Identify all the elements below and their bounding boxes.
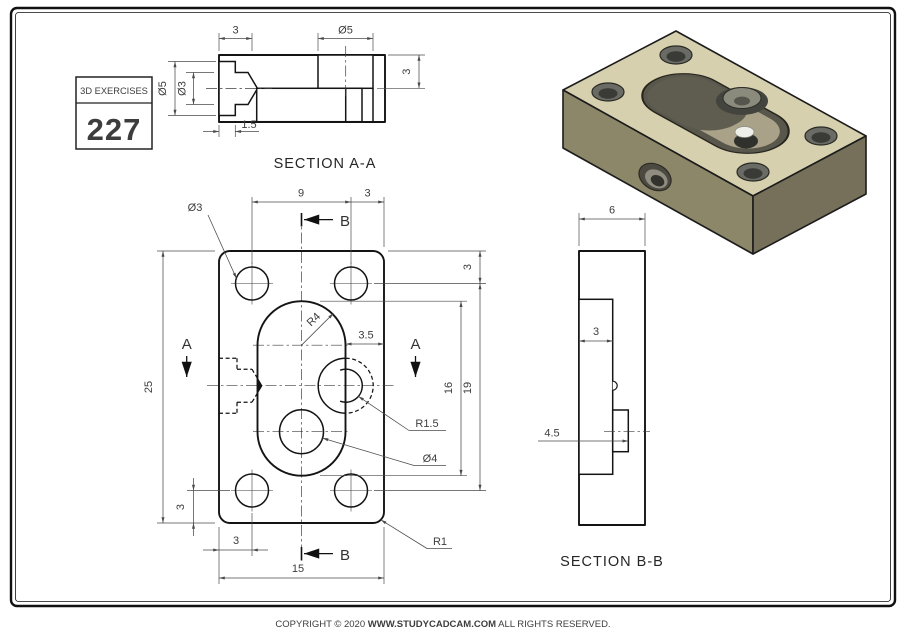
side-hole-hidden (219, 357, 263, 414)
aa-dim-depth3: 3 (232, 25, 238, 37)
section-cut-marks: A A B B (181, 213, 421, 564)
render-side-hole (638, 162, 672, 192)
render-front-right-face (752, 135, 867, 255)
cut-letter-a-right: A (410, 336, 420, 353)
bb-dim-45: 4.5 (544, 428, 559, 440)
front-centerlines (207, 213, 396, 560)
aa-dim-dia3-side: Ø3 (177, 81, 189, 96)
keyhole-circle-hidden (345, 357, 374, 414)
hole-top-right (333, 266, 369, 301)
front-view: 9 3 25 3 3 15 16 19 3 (143, 188, 486, 584)
aa-dim-right3: 3 (401, 69, 413, 75)
aa-dimensions: 3 Ø5 Ø5 Ø3 1.5 3 (157, 25, 425, 137)
render-dia4-hole-light (734, 126, 755, 138)
dim-3-right: 3 (462, 264, 474, 270)
bb-drill-break (612, 380, 618, 391)
dim-3-bottom: 3 (233, 535, 239, 547)
drill-tip (257, 376, 263, 395)
aa-dim-cbore: 1.5 (241, 119, 256, 131)
bb-dimensions: 6 3 4.5 (538, 205, 646, 443)
front-dimensions: 9 3 25 3 3 15 16 19 3 (143, 188, 486, 584)
dim-3-left: 3 (175, 504, 187, 510)
bb-dia4-void (611, 409, 630, 453)
cut-letter-b-top: B (340, 213, 350, 230)
dim-16: 16 (443, 382, 455, 394)
copyright-site: WWW.STUDYCADCAM.COM (368, 619, 496, 630)
dim-25: 25 (143, 381, 155, 393)
aa-dim-dia5-side: Ø5 (157, 81, 169, 96)
render-corner-holes (591, 45, 838, 182)
dim-9: 9 (298, 188, 304, 200)
badge-series-label: 3D EXERCISES (80, 86, 148, 96)
section-aa-view: 3 Ø5 Ø5 Ø3 1.5 3 SECTION A-A (157, 25, 425, 172)
label-dia4: Ø4 (423, 453, 438, 465)
dim-3-top: 3 (364, 188, 370, 200)
aa-dim-dia5-top: Ø5 (338, 25, 353, 37)
label-dia3: Ø3 (188, 202, 203, 214)
section-aa-title: SECTION A-A (274, 156, 377, 172)
keyhole-circle-visible (317, 357, 346, 414)
render-dia4-hole-dark (734, 133, 758, 149)
stadium-pocket (256, 300, 347, 477)
bb-dim-6: 6 (609, 205, 615, 217)
exercise-badge: 3D EXERCISES 227 (75, 76, 153, 150)
render-3d (562, 30, 867, 255)
label-r15: R1.5 (415, 418, 438, 430)
section-bb-view: 6 3 4.5 SECTION B-B (538, 205, 664, 570)
boss-inner-arc (339, 368, 363, 403)
badge-number: 227 (87, 112, 142, 147)
plate-outline (218, 250, 385, 524)
aa-pocket-void (255, 87, 363, 123)
hole-bottom-left (234, 473, 270, 508)
dim-19: 19 (462, 382, 474, 394)
corner-holes (231, 262, 372, 512)
dia4-hole (278, 408, 325, 455)
copyright-prefix: COPYRIGHT © 2020 (275, 619, 367, 630)
cut-letter-b-bottom: B (340, 547, 350, 564)
label-r1: R1 (433, 536, 447, 548)
hole-top-left (234, 266, 270, 301)
sheet-border (9, 6, 897, 608)
bb-dim-3: 3 (593, 326, 599, 338)
render-boss-hole (734, 96, 750, 106)
cut-letter-a-left: A (182, 336, 192, 353)
dim-15: 15 (292, 563, 304, 575)
copyright-line: COPYRIGHT © 2020 WWW.STUDYCADCAM.COM ALL… (275, 619, 610, 630)
section-bb-title: SECTION B-B (560, 554, 664, 570)
copyright-suffix: ALL RIGHTS RESERVED. (496, 619, 611, 630)
hole-bottom-right (333, 473, 369, 508)
aa-side-hole-void (218, 60, 259, 117)
dim-35: 3.5 (358, 330, 373, 342)
